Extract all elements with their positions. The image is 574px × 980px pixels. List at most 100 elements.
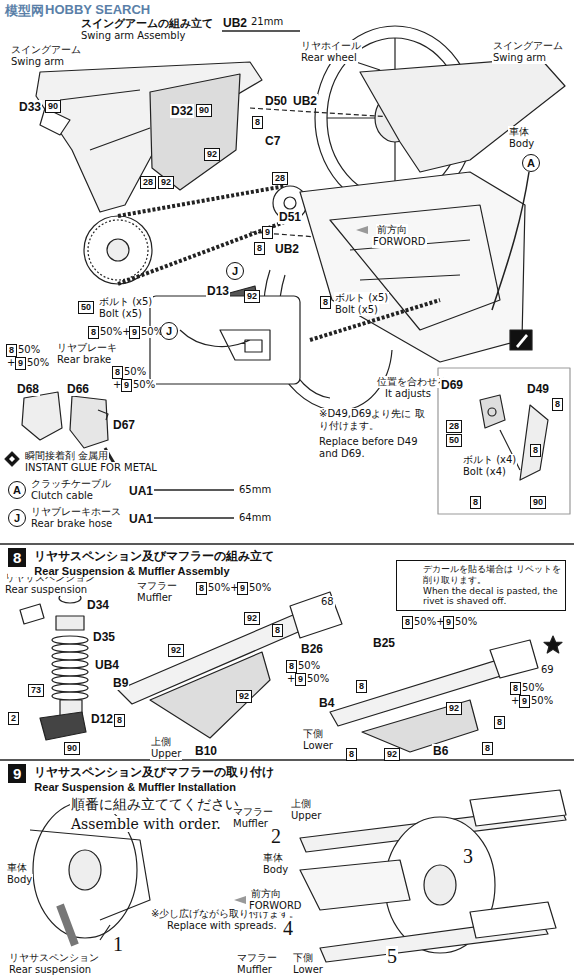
- note-text: 50%: [123, 366, 147, 378]
- note-text: スイングアーム: [492, 40, 564, 52]
- note-text: 50%: [297, 660, 321, 672]
- part-number: C7: [264, 134, 281, 148]
- note-text: 68: [320, 596, 335, 608]
- part-number: D66: [66, 382, 90, 396]
- note-text: デカールを貼る場合は リベットを削り取ります。: [423, 564, 561, 586]
- step-header: 8リヤサスペンション及びマフラーの組み立てRear Suspension & M…: [8, 548, 277, 577]
- note-text: Upper: [150, 748, 182, 760]
- part-number: D51: [278, 210, 302, 224]
- note-text: 前方向: [376, 224, 408, 236]
- part-number: D68: [16, 382, 40, 396]
- note-text: 前方向: [250, 888, 282, 900]
- paint-code: 90: [64, 742, 80, 755]
- paint-code: 8: [272, 624, 283, 637]
- note-text: 21mm: [250, 16, 284, 28]
- order-number: 1: [112, 934, 124, 954]
- note-text: Swing arm Assembly: [80, 30, 186, 42]
- part-number: D67: [112, 418, 136, 432]
- paint-code: 8: [494, 716, 505, 729]
- paint-code: 9: [443, 616, 454, 629]
- paint-code: 8: [320, 296, 331, 309]
- note-text: マフラー: [232, 806, 274, 818]
- note-text: 50%: [306, 673, 330, 685]
- note-text: リヤブレーキ: [56, 342, 118, 354]
- note-text: リヤホイール: [300, 40, 362, 52]
- note-text: When the decal is pasted, the rivet is s…: [423, 586, 561, 608]
- note-text: リヤブレーキホース: [30, 506, 122, 518]
- paint-code: 9: [121, 379, 132, 392]
- note-text: 下側: [302, 728, 324, 740]
- order-number: 4: [282, 918, 294, 938]
- note-text: 車体: [262, 852, 284, 864]
- part-number: D33: [18, 100, 42, 114]
- note-text: Body: [6, 874, 33, 886]
- order-number: 2: [270, 826, 282, 846]
- note-text: Upper: [290, 810, 322, 822]
- note-text: Rear suspension: [8, 964, 92, 976]
- note-text: Rear brake hose: [30, 518, 113, 530]
- note-text: Muffler: [236, 964, 273, 976]
- paint-code: 8: [196, 582, 207, 595]
- note-text: Muffler: [232, 818, 269, 830]
- part-number: B10: [194, 744, 218, 758]
- paint-code: 8: [286, 660, 297, 673]
- paint-code: 28: [446, 420, 462, 433]
- callout-letter: A: [527, 157, 535, 169]
- note-text: 65mm: [238, 484, 272, 496]
- callout-circle: J: [160, 322, 178, 340]
- callout-letter: J: [14, 512, 20, 524]
- order-number: 3: [462, 846, 474, 866]
- note-text: Lower: [302, 740, 334, 752]
- part-number: D69: [440, 378, 464, 392]
- part-number: UB4: [94, 658, 120, 672]
- paint-code: 8: [470, 496, 481, 509]
- part-number: D12: [90, 712, 114, 726]
- order-number: 5: [386, 946, 398, 966]
- note-text: Swing arm: [492, 52, 547, 64]
- note-text: 64mm: [238, 512, 272, 524]
- note-text: マフラー: [136, 580, 178, 592]
- note-text: FORWORD: [248, 900, 303, 912]
- part-number: B25: [372, 636, 396, 650]
- part-number: D32: [170, 104, 194, 118]
- part-number: B4: [318, 696, 335, 710]
- callout-letter: J: [166, 325, 172, 337]
- paint-code: 9: [129, 326, 140, 339]
- paint-code: 92: [244, 612, 260, 625]
- callout-circle: A: [522, 154, 540, 172]
- note-text: Replace before D49 and D69.: [318, 436, 432, 459]
- note-text: 50%: [248, 582, 272, 594]
- note-text: 上側: [150, 736, 172, 748]
- note-text: 50%+: [413, 616, 446, 628]
- part-number: D13: [206, 284, 230, 298]
- note-text: Clutch cable: [30, 490, 94, 502]
- instruction-text: Assemble with order.: [70, 816, 222, 832]
- note-text: INSTANT GLUE FOR METAL: [24, 462, 158, 474]
- paint-code: 8: [252, 116, 263, 129]
- paint-code: 9: [295, 673, 306, 686]
- paint-code: 92: [244, 290, 260, 303]
- note-text: 上側: [290, 798, 312, 810]
- part-number: UB2: [292, 94, 318, 108]
- callout-letter: J: [232, 265, 238, 277]
- note-text: Replace with spreads.: [166, 920, 278, 932]
- paint-code: 92: [236, 690, 252, 703]
- note-text: Rear wheel: [300, 52, 358, 64]
- watermark: 模型网: [4, 2, 45, 20]
- paint-code: 8: [552, 398, 563, 411]
- note-text: 50%: [17, 344, 41, 356]
- step-title: Rear Suspension & Muffler Assembly: [34, 565, 274, 577]
- part-number: D34: [86, 598, 110, 612]
- part-number: D35: [92, 630, 116, 644]
- paint-code: 8: [114, 714, 125, 727]
- note-text: FORWORD: [372, 236, 427, 248]
- step-header: 9リヤサスペンション及びマフラーの取り付けRear Suspension & M…: [8, 764, 277, 793]
- watermark: HOBBY SEARCH: [44, 2, 151, 17]
- paint-code: 28: [140, 176, 156, 189]
- note-text: Swing arm: [10, 56, 65, 68]
- note-text: Body: [508, 138, 535, 150]
- instruction-text: 順番に組み立ててください。: [70, 796, 254, 814]
- paint-code: 92: [168, 644, 184, 657]
- paint-code: 9: [262, 226, 273, 239]
